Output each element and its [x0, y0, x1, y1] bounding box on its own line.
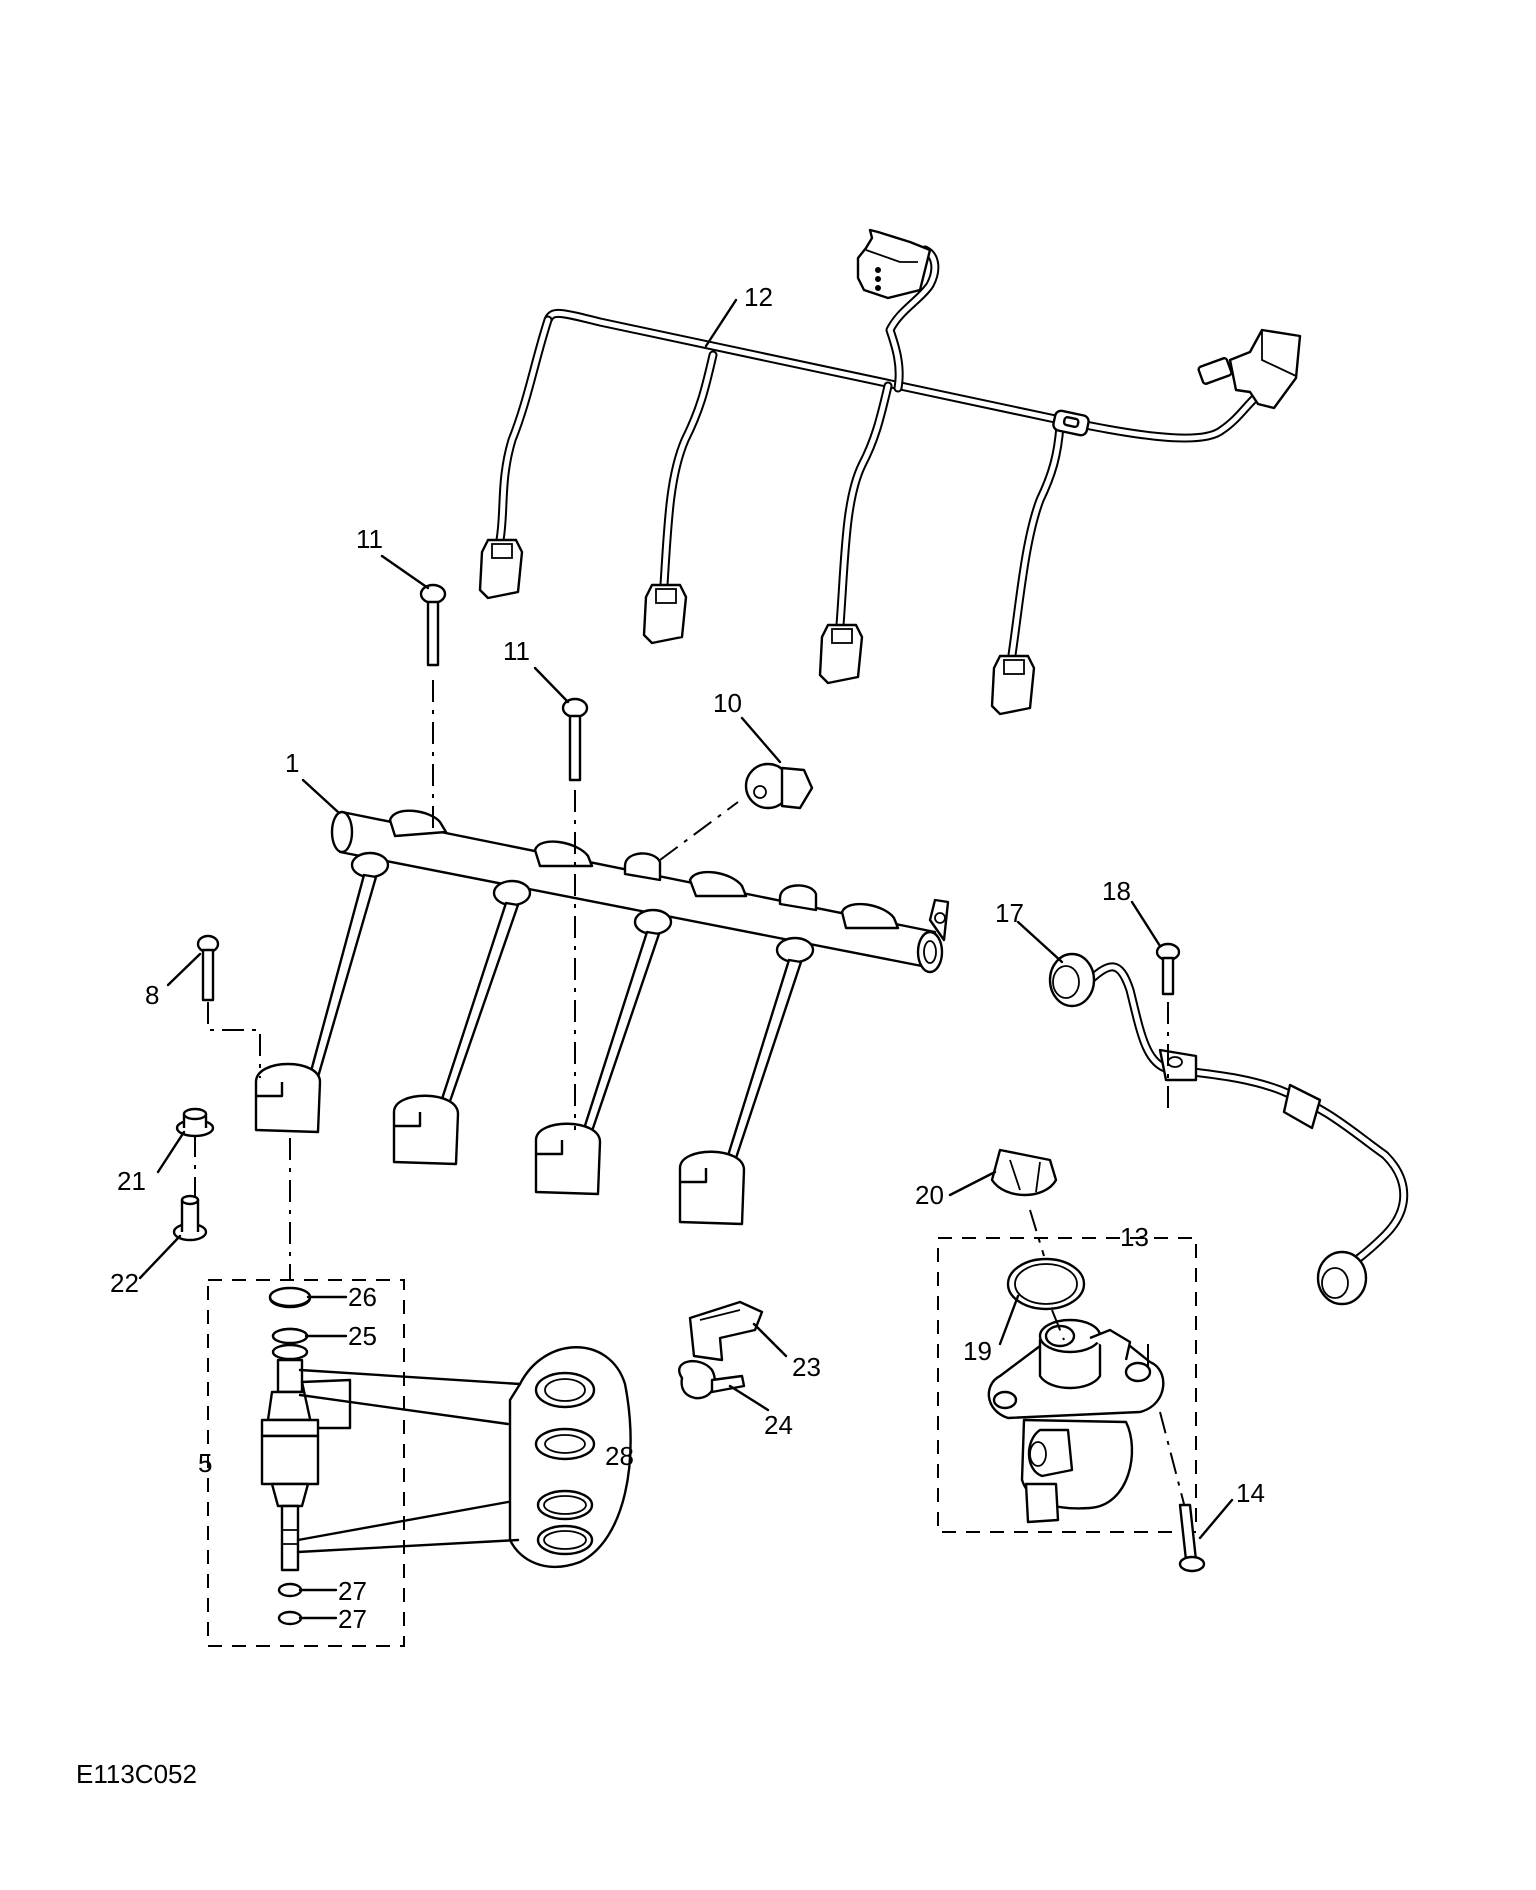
harness-plug-2 [642, 583, 688, 645]
bolt-8 [196, 934, 220, 1002]
callout-18: 18 [1102, 876, 1131, 906]
wiring-harness [478, 228, 1302, 716]
rail-bolt-11-center [561, 697, 589, 782]
clip-24 [678, 1360, 746, 1400]
callout-17: 17 [995, 898, 1024, 928]
harness-plug-3 [818, 623, 864, 685]
alignment-lines [194, 680, 1185, 1505]
callout-22: 22 [110, 1268, 139, 1298]
seal-26-ring [268, 1286, 312, 1308]
seal-kit-28 [296, 1346, 632, 1568]
callout-12: 12 [744, 282, 773, 312]
callout-21: 21 [117, 1166, 146, 1196]
callout-5: 5 [198, 1448, 212, 1478]
pump-body [987, 1318, 1165, 1524]
callout-labels: 1 5 8 10 11 11 12 13 14 17 18 19 20 21 2… [110, 282, 1265, 1634]
callout-8: 8 [145, 980, 159, 1010]
injector-bodies [254, 1062, 746, 1226]
pump-bolt-14 [1178, 1503, 1206, 1573]
seal-25-ring [271, 1327, 309, 1345]
pump-kit-box [937, 1237, 1197, 1533]
callout-26: 26 [348, 1282, 377, 1312]
pump-o-ring-19 [1006, 1257, 1086, 1311]
harness-connector-right [1197, 328, 1302, 410]
pump-cover-20 [990, 1148, 1058, 1197]
callout-23: 23 [792, 1352, 821, 1382]
callout-20: 20 [915, 1180, 944, 1210]
callout-24: 24 [764, 1410, 793, 1440]
leader-lines [138, 298, 1234, 1620]
callout-27-upper: 27 [338, 1576, 367, 1606]
callout-25: 25 [348, 1321, 377, 1351]
injector-kit-box [207, 1279, 405, 1647]
callout-13: 13 [1120, 1222, 1149, 1252]
callout-1: 1 [285, 748, 299, 778]
seal-21 [175, 1107, 215, 1138]
clip-23 [688, 1300, 764, 1362]
harness-plug-4 [990, 654, 1036, 716]
pressure-sensor [744, 762, 814, 810]
harness-connector-top [856, 228, 932, 300]
seal-22 [172, 1194, 208, 1242]
figure-code: E113C052 [76, 1759, 197, 1789]
callout-19: 19 [963, 1336, 992, 1366]
harness-plug-1 [478, 538, 524, 600]
callout-10: 10 [713, 688, 742, 718]
callout-11-center: 11 [503, 636, 530, 666]
callout-28: 28 [605, 1441, 634, 1471]
high-pressure-pipe [1048, 952, 1409, 1306]
bolt-18 [1155, 942, 1181, 996]
fuel-rail [330, 809, 950, 974]
rail-bolt-11-left [419, 583, 447, 667]
callout-11-left: 11 [356, 524, 383, 554]
callout-27-lower: 27 [338, 1604, 367, 1634]
callout-14: 14 [1236, 1478, 1265, 1508]
